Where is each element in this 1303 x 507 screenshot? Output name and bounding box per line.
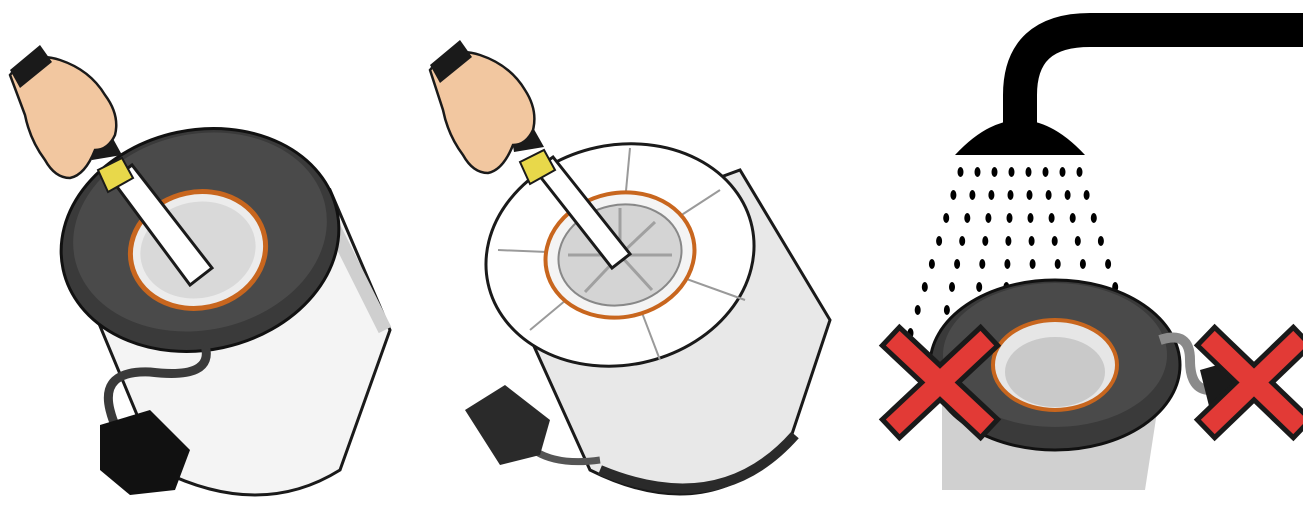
shower-warning-illustration (860, 0, 1303, 507)
water-drop (1070, 213, 1076, 223)
water-drop (922, 282, 928, 292)
water-drop (1026, 167, 1032, 177)
water-drop (1009, 167, 1015, 177)
water-drop (936, 236, 942, 246)
water-drop (1091, 213, 1097, 223)
filter-element-illustration (420, 0, 860, 507)
water-drop (943, 213, 949, 223)
water-drop (954, 259, 960, 269)
water-drop (1060, 167, 1066, 177)
water-drop (985, 213, 991, 223)
water-drop (1055, 259, 1061, 269)
shower-pipe-icon (1020, 30, 1303, 150)
water-drop (1043, 167, 1049, 177)
water-drop (1084, 190, 1090, 200)
water-drop (1029, 236, 1035, 246)
water-drop (1075, 236, 1081, 246)
water-drop (1080, 259, 1086, 269)
water-drop (1077, 167, 1083, 177)
water-drop (1028, 213, 1034, 223)
water-drop (929, 259, 935, 269)
cartridge-illustration (0, 0, 420, 507)
water-drop (969, 190, 975, 200)
water-drop (1046, 190, 1052, 200)
water-drop (1004, 259, 1010, 269)
water-drop (1065, 190, 1071, 200)
water-drop (1005, 236, 1011, 246)
water-drop (982, 236, 988, 246)
water-drop (1027, 190, 1033, 200)
plug-icon (465, 385, 550, 465)
water-drop (1052, 236, 1058, 246)
water-drop (1098, 236, 1104, 246)
water-drop (1105, 259, 1111, 269)
water-drop (915, 305, 921, 315)
water-drop (1030, 259, 1036, 269)
water-drop (979, 259, 985, 269)
water-drop (959, 236, 965, 246)
water-drop (1007, 213, 1013, 223)
water-drop (988, 190, 994, 200)
water-drop (975, 167, 981, 177)
water-drop (976, 282, 982, 292)
water-drop (964, 213, 970, 223)
water-drop (944, 305, 950, 315)
step-2-clean-filter-element (420, 0, 860, 507)
shower-head-icon (955, 120, 1085, 155)
step-1-clean-cartridge (0, 0, 420, 507)
water-drop (992, 167, 998, 177)
water-drop (1008, 190, 1014, 200)
step-3-do-not-rinse (860, 0, 1303, 507)
water-drop (958, 167, 964, 177)
water-drop (1049, 213, 1055, 223)
water-drop (950, 190, 956, 200)
water-drop (949, 282, 955, 292)
